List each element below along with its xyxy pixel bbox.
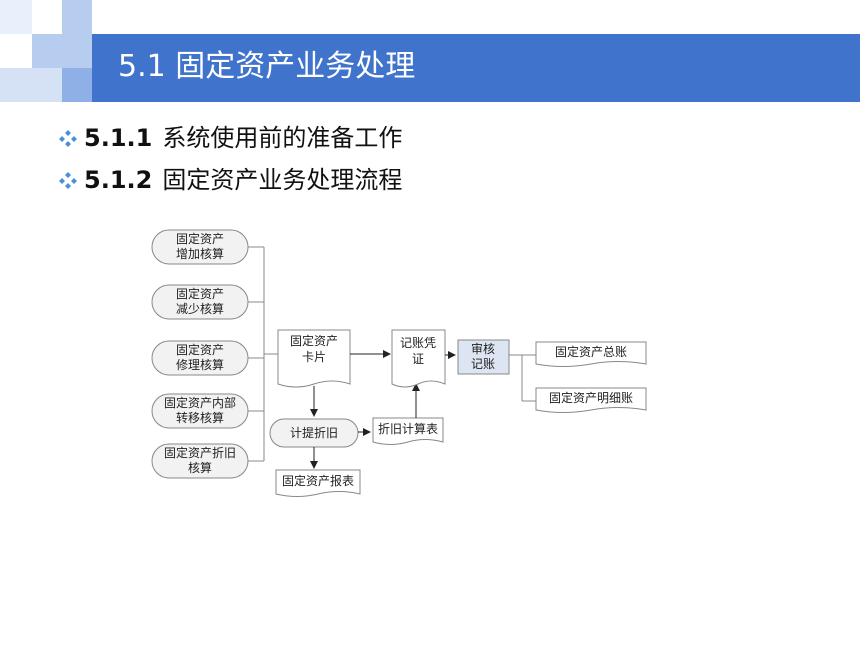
node-label: 证 [412,352,424,366]
node-label: 增加核算 [176,246,224,261]
node-label: 记账 [471,357,495,371]
report-document: 固定资产报表 [275,469,361,497]
total-ledger-document: 固定资产总账 [535,341,647,367]
bullet-item: 5.1.1 系统使用前的准备工作 [58,122,402,154]
input-node: 固定资产折旧 核算 [151,443,249,479]
node-label: 固定资产 [176,342,224,357]
node-label: 固定资产 [290,333,338,348]
decor-square [62,68,92,102]
diamond-bullet-icon [59,130,77,147]
decor-square [0,0,32,34]
node-label: 审核 [471,341,495,356]
flow-diagram: 固定资产 增加核算 固定资产 减少核算 固定资产 修理核算 固定资产内部 转移核… [151,229,647,497]
node-label: 减少核算 [176,301,224,316]
decor-square [62,0,92,34]
input-node: 固定资产 增加核算 [151,229,249,265]
bullet-number: 5.1.1 [84,124,153,152]
depreciation-node: 计提折旧 [269,418,359,448]
bullet-text: 系统使用前的准备工作 [162,124,403,152]
node-label: 固定资产折旧 [164,445,236,460]
node-label: 记账凭 [400,335,436,350]
node-label: 固定资产明细账 [549,390,633,405]
page-title: 5.1 固定资产业务处理 [118,49,416,84]
node-label: 固定资产报表 [282,473,354,488]
input-node: 固定资产 修理核算 [151,340,249,376]
decor-square [32,34,92,68]
node-label: 折旧计算表 [378,421,438,436]
bullet-number: 5.1.2 [84,166,153,194]
bullet-item: 5.1.2 固定资产业务处理流程 [58,164,402,196]
node-label: 核算 [188,460,212,475]
card-document: 固定资产 卡片 [277,329,351,388]
connector-lines [248,246,278,462]
review-node: 审核 记账 [457,339,510,375]
input-node: 固定资产 减少核算 [151,284,249,320]
detail-ledger-document: 固定资产明细账 [535,387,647,413]
bullet-text: 固定资产业务处理流程 [162,166,403,194]
diamond-bullet-icon [59,172,77,189]
voucher-document: 记账凭 证 [391,329,446,388]
connector-lines [509,354,536,402]
node-label: 固定资产总账 [555,344,627,359]
node-label: 转移核算 [176,410,224,425]
node-label: 固定资产 [176,286,224,301]
dep-table-document: 折旧计算表 [372,417,444,445]
header-bar [92,34,860,102]
node-label: 固定资产 [176,231,224,246]
node-label: 计提折旧 [290,425,338,440]
input-node: 固定资产内部 转移核算 [151,393,249,429]
node-label: 修理核算 [176,357,224,372]
decor-square [0,68,62,102]
node-label: 卡片 [302,350,326,364]
node-label: 固定资产内部 [164,395,236,410]
